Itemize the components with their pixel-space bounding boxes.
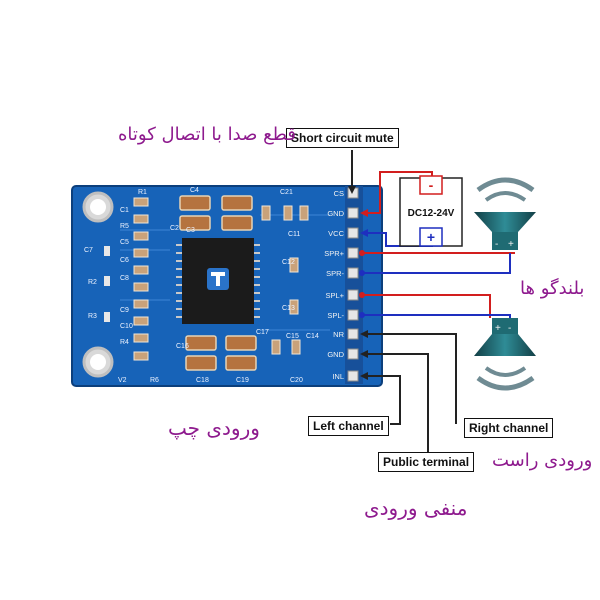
public-terminal-label: Public terminal <box>378 452 475 472</box>
silkscreen-label: C9 <box>120 307 129 314</box>
pin-sprminus-4 <box>347 267 359 279</box>
right-channel-label: Right channel <box>464 418 554 438</box>
speakers-caption: بلندگو ها <box>520 278 585 299</box>
pin-label-0: CS <box>334 189 344 198</box>
pin-label-6: SPL- <box>327 311 344 320</box>
speaker-top: - + <box>474 177 536 250</box>
speaker-top-minus: - <box>495 239 498 250</box>
pin-label-5: SPL+ <box>325 291 344 300</box>
silkscreen-label: R2 <box>88 279 97 286</box>
pin-inl-9 <box>347 370 359 382</box>
pin-splminus-6 <box>347 309 359 321</box>
silkscreen-label: C1 <box>120 207 129 214</box>
silkscreen-label: C14 <box>306 333 319 340</box>
speaker-top-plus: + <box>508 239 514 250</box>
silkscreen-label: R4 <box>120 339 129 346</box>
speaker-bottom: + - <box>474 318 536 391</box>
silkscreen-label: R6 <box>150 377 159 384</box>
pin-label-1: GND <box>327 209 344 218</box>
pin-label-4: SPR- <box>326 269 344 278</box>
silkscreen-label: C3 <box>186 227 195 234</box>
pin-vcc-2 <box>347 227 359 239</box>
silkscreen-label: R5 <box>120 223 129 230</box>
dot-spl-minus <box>359 312 365 318</box>
negative-input-caption: منفی ورودی <box>364 496 468 520</box>
pin-label-7: NR <box>333 330 344 339</box>
silkscreen-label: C21 <box>280 189 293 196</box>
mute-caption: قطع صدا با اتصال کوتاه <box>118 124 297 145</box>
power-minus: - <box>429 177 434 193</box>
silkscreen-label: C20 <box>290 377 303 384</box>
silkscreen-label: C5 <box>120 239 129 246</box>
silkscreen-label: C18 <box>196 377 209 384</box>
arrow-inl <box>360 372 368 380</box>
right-input-caption: ورودی راست <box>492 450 593 471</box>
silkscreen-label: R1 <box>138 189 147 196</box>
arrow-vcc <box>360 229 368 237</box>
silkscreen-label: C10 <box>120 323 133 330</box>
silkscreen-label: C13 <box>282 305 295 312</box>
wire-spl-plus <box>364 294 491 318</box>
short-circuit-mute-label: Short circuit mute <box>286 128 399 148</box>
left-input-caption: ورودی چپ <box>168 416 260 440</box>
silkscreen-label: C2 <box>170 225 179 232</box>
power-rating: DC12-24V <box>408 208 455 219</box>
wire-nr <box>364 333 457 424</box>
pin-nr-7 <box>347 328 359 340</box>
wire-spl-minus <box>364 314 511 318</box>
pin-label-9: INL <box>332 372 344 381</box>
wire-gnd-power <box>364 171 433 214</box>
silkscreen-label: C8 <box>120 275 129 282</box>
silkscreen-label: C15 <box>286 333 299 340</box>
power-supply: - DC12-24V + <box>399 175 463 247</box>
silkscreen-label: V2 <box>118 377 127 384</box>
silkscreen-label: C7 <box>84 247 93 254</box>
speaker-bottom-plus: + <box>495 323 501 334</box>
pin-splplus-5 <box>347 289 359 301</box>
pin-gnd-1 <box>347 207 359 219</box>
wire-gnd-input <box>364 353 429 452</box>
silkscreen-label: C6 <box>120 257 129 264</box>
arrow-nr <box>360 330 368 338</box>
dot-spr-minus <box>359 270 365 276</box>
pin-gnd-8 <box>347 348 359 360</box>
silkscreen-label: C11 <box>288 231 300 238</box>
arrow-gnd2 <box>360 350 368 358</box>
silkscreen-label: C4 <box>190 187 199 194</box>
power-plus: + <box>427 229 435 245</box>
silkscreen-label: C17 <box>256 329 269 336</box>
pin-label-2: VCC <box>328 229 344 238</box>
silkscreen-label: R3 <box>88 313 97 320</box>
pin-label-3: SPR+ <box>324 249 344 258</box>
silkscreen-label: C16 <box>176 343 189 350</box>
left-channel-label: Left channel <box>308 416 389 436</box>
wire-spr-minus <box>364 253 511 274</box>
arrow-gnd <box>360 209 368 217</box>
silkscreen-label: C12 <box>282 259 295 266</box>
wires <box>348 150 515 452</box>
speaker-bottom-minus: - <box>508 323 511 334</box>
silkscreen-label: C19 <box>236 377 249 384</box>
pin-label-8: GND <box>327 350 344 359</box>
dot-spl-plus <box>359 292 365 298</box>
pin-sprplus-3 <box>347 247 359 259</box>
dot-spr-plus <box>359 250 365 256</box>
wire-inl <box>364 375 401 425</box>
